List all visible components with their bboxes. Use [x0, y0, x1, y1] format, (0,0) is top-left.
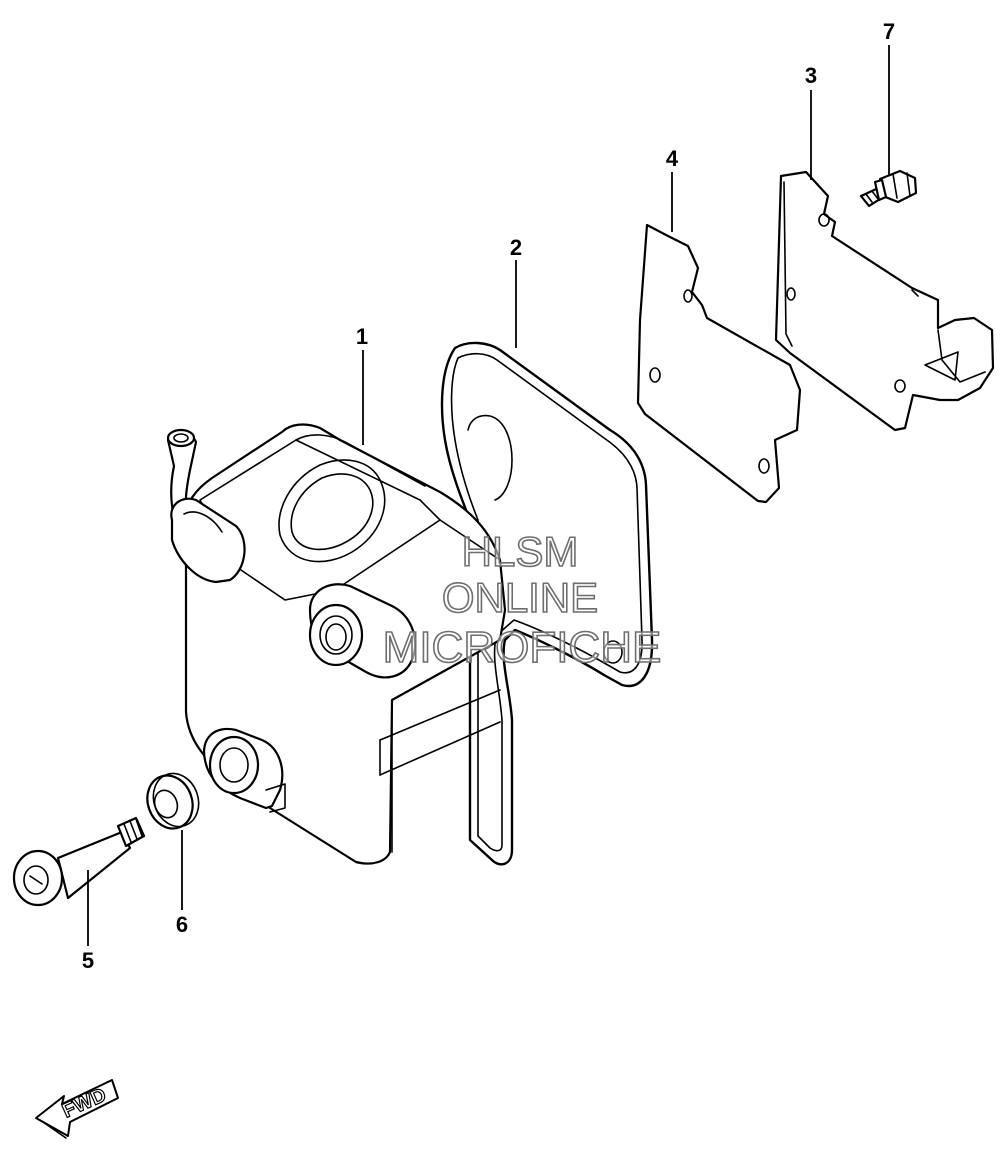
leader-lines: [87, 45, 890, 946]
part-3-bracket: [774, 170, 995, 432]
watermark-line-3: MICROFICHE: [383, 623, 662, 672]
fwd-arrow-icon: FWD: [35, 1079, 119, 1139]
callout-6: 6: [176, 912, 188, 937]
part-7-bolt: [859, 169, 918, 208]
callout-3: 3: [805, 63, 817, 88]
part-4-plate: [636, 223, 802, 504]
callout-4: 4: [666, 146, 679, 171]
part-5-bolt: [12, 816, 146, 907]
callout-1: 1: [356, 324, 368, 349]
part-1-cover: [166, 423, 507, 865]
part-6-washer: [146, 772, 200, 830]
watermark-line-2: ONLINE: [442, 574, 598, 621]
callout-5: 5: [82, 948, 94, 973]
callout-labels: 1 2 3 4 5 6 7: [82, 19, 895, 973]
watermark-line-1: HLSM: [462, 528, 579, 575]
fwd-label: FWD: [59, 1084, 110, 1123]
callout-2: 2: [510, 235, 522, 260]
watermark: HLSM ONLINE MICROFICHE: [382, 527, 662, 673]
callout-7: 7: [883, 19, 895, 44]
